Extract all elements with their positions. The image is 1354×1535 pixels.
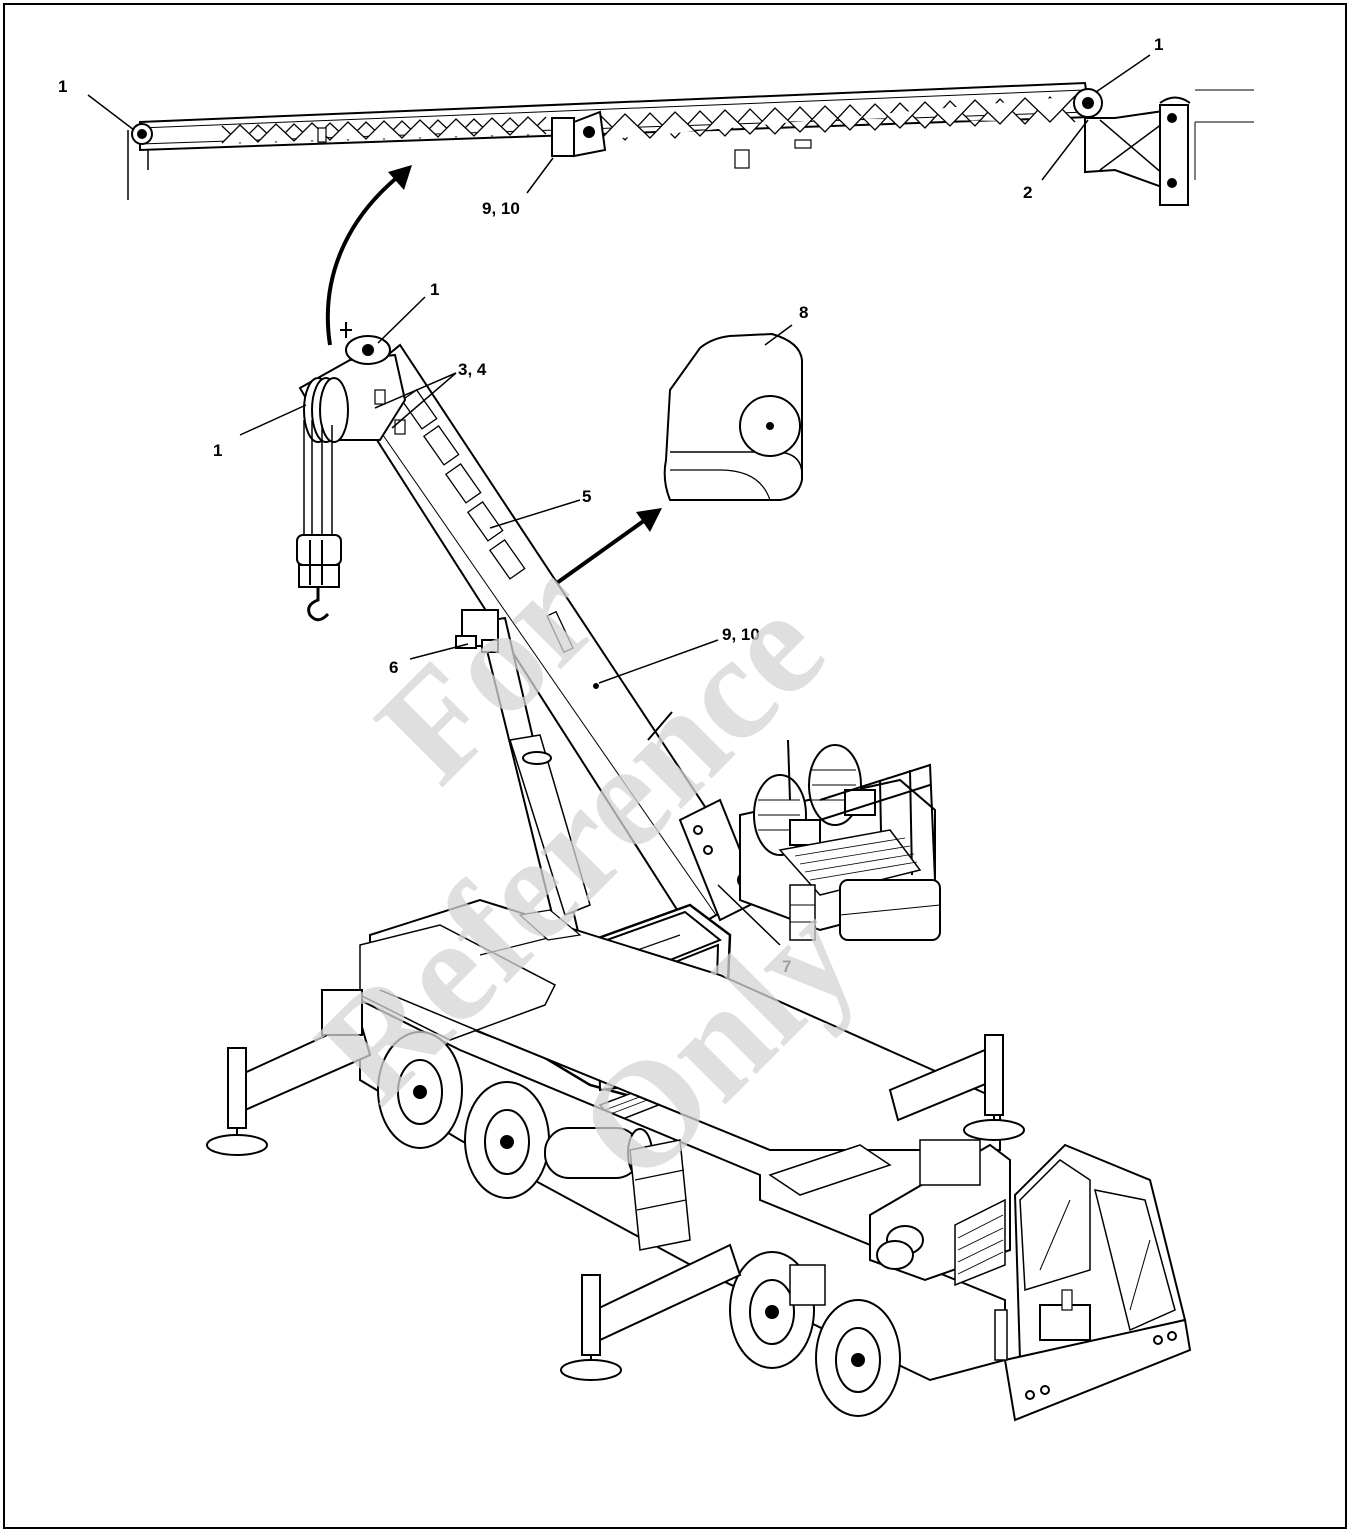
outriggers [206, 989, 1025, 1381]
callout-1-boom-top: 1 [430, 280, 439, 299]
callout-1-boom-sheave: 1 [213, 441, 222, 460]
callout-7: 7 [782, 957, 791, 976]
callout-2: 2 [1023, 183, 1032, 202]
callout-6: 6 [389, 658, 398, 677]
callout-9-10-ext: 9, 10 [482, 199, 520, 218]
callout-1-ext-left: 1 [58, 77, 67, 96]
callout-9-10-boom: 9, 10 [722, 625, 760, 644]
callout-5: 5 [582, 487, 591, 506]
leader-lines [87, 54, 1151, 946]
curved-arrow [325, 165, 412, 346]
boom-extension [127, 81, 1254, 206]
callout-labels: 1 1 2 9, 10 1 1 3, 4 8 5 6 9, 10 7 [58, 35, 1163, 976]
callout-3-4: 3, 4 [458, 360, 487, 379]
carrier [359, 898, 1192, 1422]
callout-8: 8 [799, 303, 808, 322]
callout-1-ext-right: 1 [1154, 35, 1163, 54]
figure-frame [3, 3, 1347, 1529]
sheave-cover [663, 332, 803, 501]
winch-assembly [739, 739, 941, 941]
